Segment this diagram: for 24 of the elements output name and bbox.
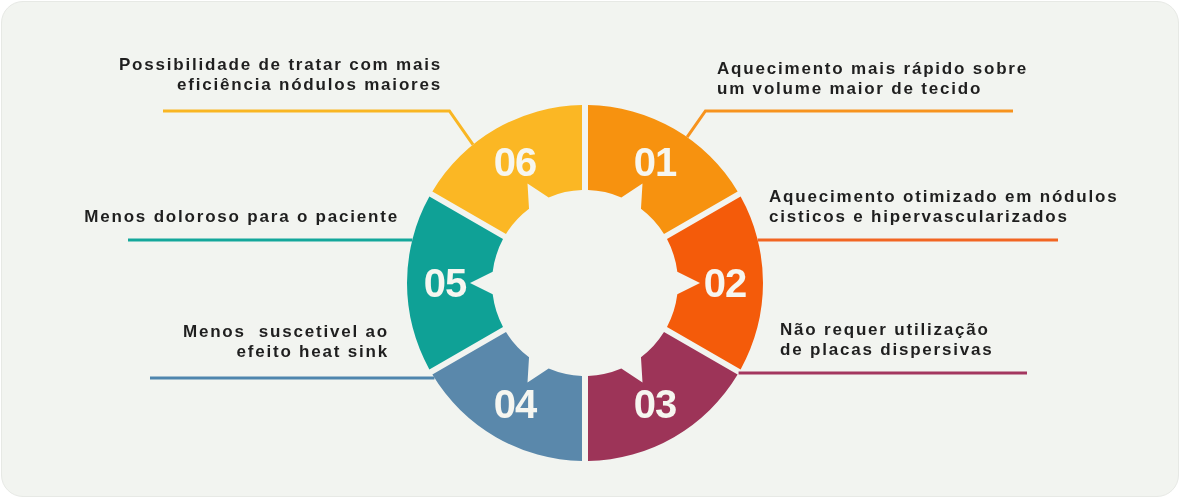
- leader-line: [757, 238, 1058, 242]
- segment-number: 02: [703, 263, 747, 303]
- segment-number: 06: [493, 141, 537, 182]
- benefit-text: Possibilidade de tratar com mais eficiência nódulos maiores: [116, 55, 442, 108]
- benefit-text: Aquecimento mais rápido sobre um volume maior de tecido: [717, 59, 1031, 108]
- leader-line: [128, 238, 413, 242]
- segment-number: 05: [423, 263, 467, 303]
- benefit-text: Não requer utilização de placas dispersivas: [780, 320, 996, 370]
- leader-line: [163, 109, 475, 146]
- ring-segment: [666, 196, 763, 370]
- benefit-text: Menos doloroso para o paciente: [82, 207, 399, 237]
- leader-line: [150, 376, 435, 380]
- ring-segment: [587, 332, 738, 461]
- benefit-text: Menos suscetivel ao efeito heat sink: [180, 322, 389, 375]
- segment-number: 03: [633, 384, 677, 425]
- benefit-text: Aquecimento otimizado em nódulos cisticos e hipervascularizados: [769, 187, 1121, 237]
- ring-segment: [407, 196, 504, 370]
- segment-number: 01: [633, 141, 677, 182]
- ring-segment: [432, 105, 583, 234]
- segment-number: 04: [493, 384, 537, 425]
- leader-line: [685, 109, 1013, 139]
- ring-segment: [588, 105, 738, 234]
- ring-segment: [432, 332, 583, 461]
- leader-line: [738, 371, 1027, 375]
